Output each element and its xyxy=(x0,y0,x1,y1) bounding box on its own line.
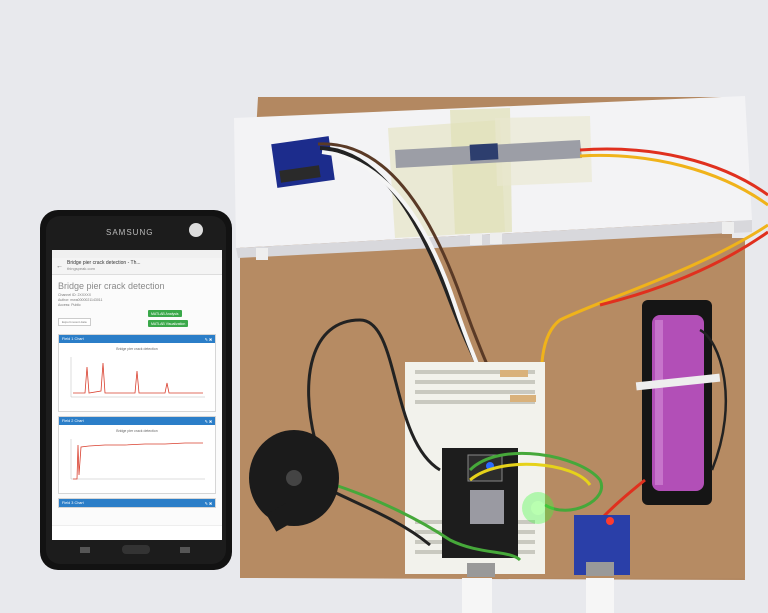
battery-18650 xyxy=(652,315,704,491)
tab-title: Bridge pier crack detection - Th... xyxy=(67,260,141,266)
export-button[interactable]: Export recent data xyxy=(58,318,91,326)
meta-line-1: Channel ID: 2XXXXX xyxy=(58,293,92,297)
pier-1 xyxy=(256,248,268,260)
field-2-chart-header: Field 2 Chart ✎ ✖ xyxy=(59,417,215,425)
wire-red-sensor xyxy=(579,147,768,197)
field-1-chart-card: Field 1 Chart ✎ ✖ Bridge pier crack dete… xyxy=(58,334,216,412)
browser-url-bar[interactable]: ← Bridge pier crack detection - Th... th… xyxy=(52,258,222,275)
card-tools-icon[interactable]: ✎ ✖ xyxy=(204,501,212,506)
esp-shield xyxy=(470,490,504,524)
green-led xyxy=(531,501,545,515)
meta-line-3: Access: Public xyxy=(58,303,81,307)
usb-cable-1 xyxy=(462,578,492,613)
buzzer-tab xyxy=(266,503,296,532)
pier-4 xyxy=(722,222,734,234)
pier-2 xyxy=(470,233,482,245)
action-row: Export recent data MATLAB Analysis MATLA… xyxy=(52,308,222,330)
buzzer-hole xyxy=(286,470,302,486)
field-2-chart-card: Field 2 Chart ✎ ✖ Bridge pier crack dete… xyxy=(58,416,216,494)
resistor-2 xyxy=(510,395,536,402)
phone-brand: SAMSUNG xyxy=(106,228,154,237)
wire-red-down xyxy=(599,230,768,307)
back-arrow-icon[interactable]: ← xyxy=(56,262,63,270)
wire-green-buzzer xyxy=(334,483,522,562)
camera-flash-glare xyxy=(189,223,203,237)
cable-tie xyxy=(635,373,721,391)
field-1-chart-caption: Bridge pier crack detection xyxy=(116,347,158,351)
field-1-chart-header: Field 1 Chart ✎ ✖ xyxy=(59,335,215,343)
wire-black-loop xyxy=(307,318,441,472)
wire-yellow-sensor xyxy=(579,153,768,207)
wire-black-battery xyxy=(699,328,727,471)
usb-port xyxy=(467,563,495,577)
usb-cable-2 xyxy=(586,578,614,613)
wire-green-loop xyxy=(468,451,604,512)
phone-screen: ← Bridge pier crack detection - Th... th… xyxy=(52,250,222,540)
browser-bottom-bar xyxy=(52,525,222,540)
wire-black-buzzer xyxy=(329,488,431,547)
field-2-chart-plot xyxy=(70,439,205,480)
pier-3 xyxy=(490,232,502,244)
wire-yellow-loop xyxy=(469,462,592,486)
status-bar xyxy=(52,250,222,258)
matlab-analysis-button[interactable]: MATLAB Analysis xyxy=(148,310,182,317)
field-3-chart-title: Field 3 Chart xyxy=(62,500,84,505)
field-2-chart-body: Bridge pier crack detection xyxy=(59,425,215,493)
field-2-chart-caption: Bridge pier crack detection xyxy=(116,429,158,433)
sensor-pins xyxy=(279,165,321,183)
flex-sensor-label xyxy=(469,143,499,161)
card-tools-icon[interactable]: ✎ ✖ xyxy=(204,337,212,342)
field-1-chart-body: Bridge pier crack detection xyxy=(59,343,215,411)
page-title: Bridge pier crack detection xyxy=(58,281,165,291)
battery-shine xyxy=(655,320,663,485)
field-1-chart-plot xyxy=(70,357,205,398)
tab-info: Bridge pier crack detection - Th... thin… xyxy=(67,260,141,272)
field-1-chart-title: Field 1 Chart xyxy=(62,336,84,341)
phone-nav-buttons xyxy=(80,545,190,554)
field-3-chart-header: Field 3 Chart ✎ ✖ xyxy=(59,499,215,507)
resistor-1 xyxy=(500,370,528,377)
charger-usb xyxy=(586,562,614,576)
card-tools-icon[interactable]: ✎ ✖ xyxy=(204,419,212,424)
tab-url: thingspeak.com xyxy=(67,266,96,271)
meta-line-2: Author: mwa0000021143011 xyxy=(58,298,103,302)
matlab-visualization-button[interactable]: MATLAB Visualization xyxy=(148,320,189,327)
field-3-chart-card: Field 3 Chart ✎ ✖ xyxy=(58,498,216,508)
charger-led xyxy=(606,517,614,525)
field-2-chart-title: Field 2 Chart xyxy=(62,418,84,423)
